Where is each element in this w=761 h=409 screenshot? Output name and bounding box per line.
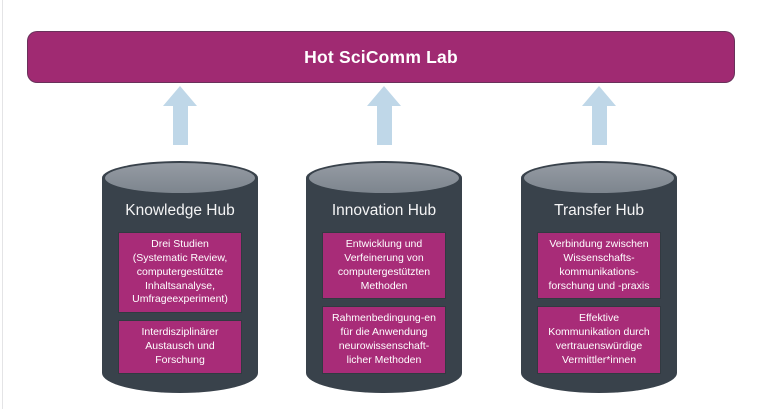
arrow-head	[367, 86, 401, 106]
cylinder-top-ellipse	[309, 163, 459, 193]
arrow-stem	[376, 106, 392, 145]
hub-label: Knowledge Hub	[125, 202, 235, 219]
arrow-stem	[172, 106, 188, 145]
hub-box: Rahmenbedingung-en für die Anwendung neu…	[322, 306, 446, 374]
cylinder-content: Innovation Hub Entwicklung und Verfeiner…	[306, 161, 462, 393]
banner-title: Hot SciComm Lab	[304, 46, 458, 67]
hub-box: Interdisziplinärer Austausch und Forschu…	[118, 320, 242, 374]
arrow-stem	[591, 106, 607, 145]
arrow-head	[582, 86, 616, 106]
hub-box: Drei Studien (Systematic Review, compute…	[118, 231, 242, 314]
hub-label: Transfer Hub	[554, 202, 644, 219]
up-arrow-icon	[582, 86, 616, 145]
cylinder-top-ellipse	[105, 163, 255, 193]
banner-hot-scicomm-lab: Hot SciComm Lab	[27, 31, 735, 83]
cylinder-transfer-hub: Transfer Hub Verbindung zwischen Wissens…	[521, 161, 677, 393]
cylinder-content: Transfer Hub Verbindung zwischen Wissens…	[521, 161, 677, 393]
hub-label: Innovation Hub	[331, 202, 437, 219]
cylinder-content: Knowledge Hub Drei Studien (Systematic R…	[102, 161, 258, 393]
left-edge-divider	[2, 0, 3, 409]
up-arrow-icon	[367, 86, 401, 145]
hub-box: Entwicklung und Verfeinerung von compute…	[322, 231, 446, 300]
arrow-head	[163, 86, 197, 106]
up-arrow-icon	[163, 86, 197, 145]
hub-box: Effektive Kommunikation durch vertrauens…	[537, 306, 661, 374]
cylinder-innovation-hub: Innovation Hub Entwicklung und Verfeiner…	[306, 161, 462, 393]
cylinder-knowledge-hub: Knowledge Hub Drei Studien (Systematic R…	[102, 161, 258, 393]
hub-box: Verbindung zwischen Wissenschafts- kommu…	[537, 231, 661, 300]
cylinder-top-ellipse	[524, 163, 674, 193]
